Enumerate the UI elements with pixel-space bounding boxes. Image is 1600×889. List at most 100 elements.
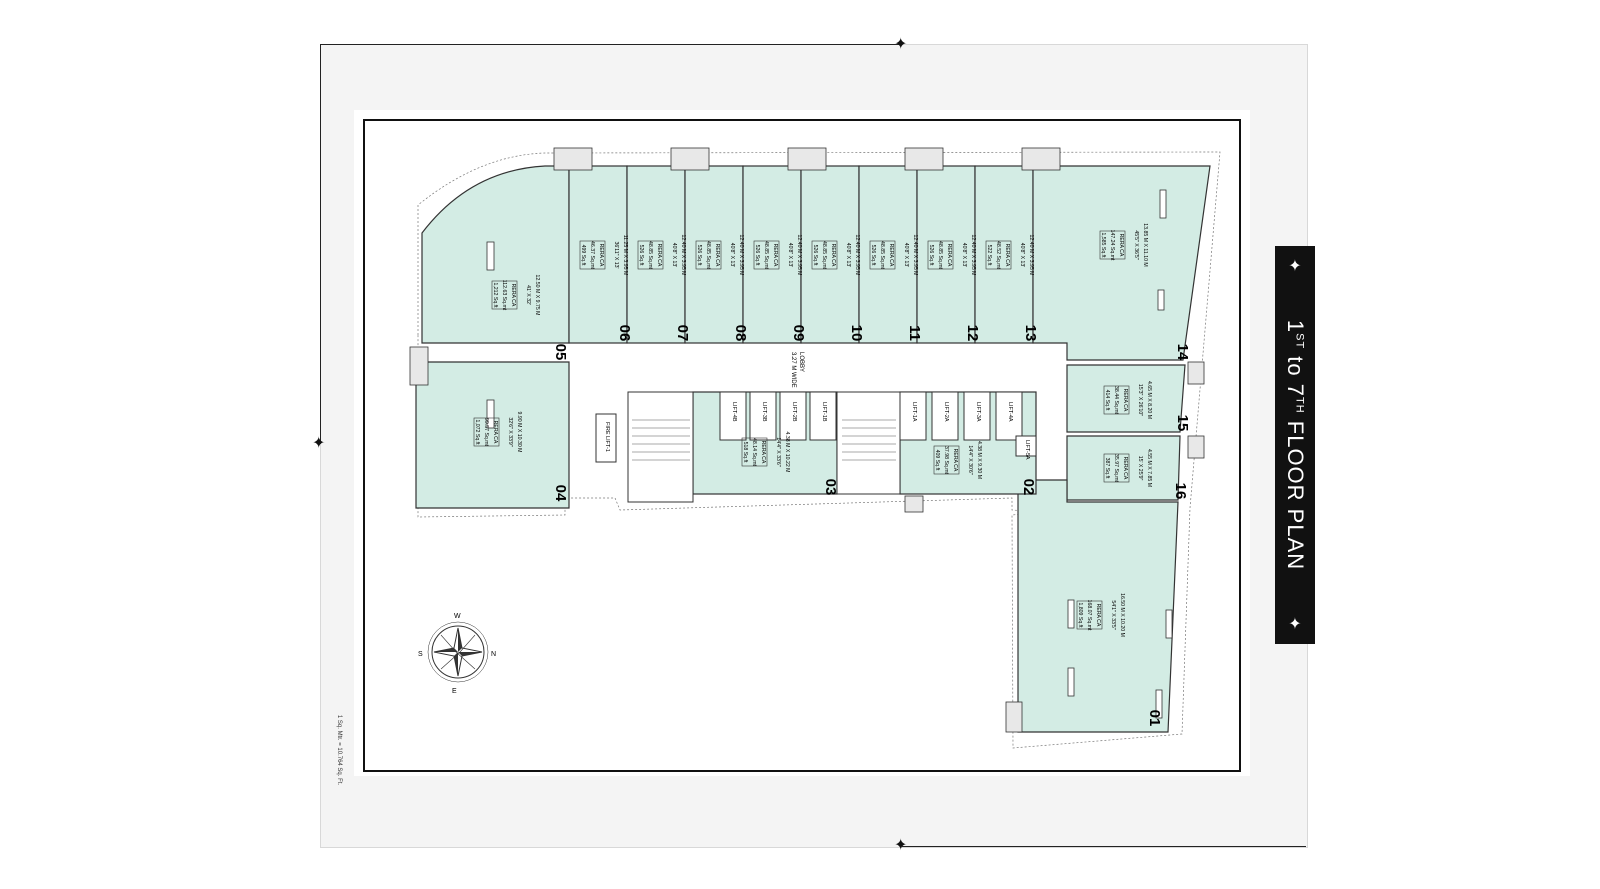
unit-l2: 40'8" X 13' xyxy=(903,243,909,268)
unit-l3: RERA CA xyxy=(656,244,662,267)
lift-label: LIFT-3B xyxy=(761,402,767,422)
unit-l4: 48.85 Sq.mt xyxy=(705,241,711,270)
unit-l3: RERA CA xyxy=(888,244,894,267)
unit-l3: RERA CA xyxy=(952,449,958,472)
unit-l2: 15' X 25'9" xyxy=(1137,456,1143,481)
unit-l5: 1,212 Sq.ft xyxy=(492,282,498,308)
unit-l4: 46.37 Sq.mt xyxy=(589,241,595,270)
lift-label: LIFT-2A xyxy=(943,402,949,422)
unit-l5: 1,585 Sq.ft xyxy=(1100,232,1106,258)
unit-l4: 48.14 Sq.mt xyxy=(751,438,757,467)
unit-number: 04 xyxy=(552,485,569,502)
unit-l4: 48.85 Sq.mt xyxy=(763,241,769,270)
unit-l1: 12.40 M X 3.95 M xyxy=(970,235,976,276)
unit-01: 16.50 M X 10.20 M54'1" X 33'5"RERA CA168… xyxy=(1076,593,1125,637)
unit-07: 12.40 M X 3.95 M40'8" X 13'RERA CA48.85 … xyxy=(637,235,686,275)
unit-l4: 48.52 Sq.mt xyxy=(995,241,1001,270)
unit-l5: 518 Sq.ft xyxy=(742,442,748,463)
unit-l2: 54'1" X 33'5" xyxy=(1110,600,1116,629)
unit-l5: 526 Sq.ft xyxy=(812,245,818,266)
unit-l2: 14'4" X 33'6" xyxy=(775,437,781,466)
unit-l3: RERA CA xyxy=(772,244,778,267)
unit-l4: 99.57 Sq.mt xyxy=(483,418,489,447)
unit-l3: RERA CA xyxy=(760,441,766,464)
unit-number: 14 xyxy=(1174,344,1191,361)
unit-l1: 9.90 M X 10.30 M xyxy=(516,412,522,453)
lobby-label: LOBBY xyxy=(798,352,804,372)
unit-l2: 14'4" X 30'6" xyxy=(967,445,973,474)
unit-l1: 13.85 M X 11.10 M xyxy=(1142,223,1148,266)
unit-l3: RERA CA xyxy=(830,244,836,267)
rera-box xyxy=(1099,230,1126,260)
lift-label: LIFT-4B xyxy=(731,402,737,422)
fire-lift-label: FIRE LIFT-1 xyxy=(604,422,610,452)
lift-label: LIFT-1A xyxy=(911,402,917,422)
rera-box xyxy=(695,240,722,270)
unit-l4: 38.44 Sq.mt xyxy=(1113,386,1119,415)
unit-09: 12.40 M X 3.95 M40'8" X 13'RERA CA48.85 … xyxy=(753,235,802,275)
unit-number: 12 xyxy=(964,325,981,342)
frame-top-line xyxy=(320,44,902,45)
unit-l3: RERA CA xyxy=(598,244,604,267)
unit-number: 10 xyxy=(848,325,865,342)
lift-label: LIFT-3A xyxy=(975,402,981,422)
unit-l3: RERA CA xyxy=(1004,244,1010,267)
unit-number: 08 xyxy=(732,325,749,342)
rera-box xyxy=(491,280,518,310)
unit-number: 16 xyxy=(1172,483,1189,500)
compass-east-label: E xyxy=(452,688,457,695)
unit-l1: 12.50 M X 9.75 M xyxy=(534,275,540,316)
unit-l5: 526 Sq.ft xyxy=(870,245,876,266)
unit-number: 11 xyxy=(906,325,923,341)
unit-l4: 168.07 Sq.mt xyxy=(1086,600,1092,631)
unit-02: 4.38 M X 9.30 M14'4" X 30'6"RERA CA37.98… xyxy=(933,441,982,479)
frame-left-line xyxy=(320,44,321,444)
frame-bottom-line xyxy=(902,846,1306,847)
unit-number: 02 xyxy=(1020,479,1037,496)
unit-l3: RERA CA xyxy=(492,421,498,444)
unit-l2: 15'3" X 26'10" xyxy=(1137,384,1143,416)
unit-l5: 522 Sq.ft xyxy=(986,245,992,266)
unit-13: 12.40 M X 3.95 M40'8" X 13'RERA CA48.52 … xyxy=(985,235,1034,275)
unit-l4: 48.85 Sq.mt xyxy=(879,241,885,270)
rera-box xyxy=(1103,385,1130,415)
unit-06: 11.25 M X 3.95 M36'11" X 13'RERA CA46.37… xyxy=(579,235,628,276)
unit-l5: 499 Sq.ft xyxy=(580,245,586,266)
unit-14: 13.85 M X 11.10 M45'5" X 36'5"RERA CA147… xyxy=(1099,223,1148,267)
unit-number: 03 xyxy=(822,479,839,496)
unit-number: 09 xyxy=(790,325,807,342)
rera-box xyxy=(811,240,838,270)
title-panel: ✦ 1ST to 7TH FLOOR PLAN ✦ xyxy=(1275,246,1315,644)
scale-note: 1 Sq. Mtr. = 10.764 Sq. Ft. xyxy=(336,714,342,786)
lobby-width-label: 3.27 M WIDE xyxy=(790,352,796,388)
unit-l1: 4.55 M X 7.85 M xyxy=(1146,449,1152,487)
unit-l1: 11.25 M X 3.95 M xyxy=(622,235,628,276)
rera-box xyxy=(869,240,896,270)
unit-03: 4.38 M X 10.22 M14'4" X 33'6" RERA CA48.1… xyxy=(741,432,790,473)
lift-label: LIFT-1B xyxy=(821,402,827,422)
rera-box xyxy=(741,437,768,467)
unit-l3: RERA CA xyxy=(1118,234,1124,257)
unit-number: 01 xyxy=(1146,710,1163,727)
sparkle-icon: ✦ xyxy=(894,837,908,854)
unit-10: 12.40 M X 3.95 M40'8" X 13'RERA CA48.85 … xyxy=(811,235,860,276)
unit-04: 9.90 M X 10.30 M32'6" X 33'9" RERA CA99.5… xyxy=(473,412,522,453)
unit-l3: RERA CA xyxy=(714,244,720,267)
unit-l4: 112.63 Sq.mt xyxy=(501,280,507,311)
unit-l2: 40'8" X 13' xyxy=(671,243,677,268)
unit-l5: 1,072 Sq.ft xyxy=(474,419,480,445)
unit-l5: 387 Sq.ft xyxy=(1104,458,1110,479)
unit-l1: 4.38 M X 10.22 M xyxy=(784,432,790,473)
rera-box xyxy=(1076,600,1103,630)
unit-l4: 48.85 Sq.mt xyxy=(821,241,827,270)
unit-l1: 12.40 M X 3.95 M xyxy=(854,235,860,276)
rera-box xyxy=(753,240,780,270)
sparkle-icon: ✦ xyxy=(1288,616,1302,633)
unit-number: 05 xyxy=(552,344,569,361)
unit-l5: 526 Sq.ft xyxy=(754,245,760,266)
unit-l2: 32'6" X 33'9" xyxy=(507,417,513,446)
compass-icon xyxy=(427,621,489,683)
rera-box xyxy=(933,445,960,475)
